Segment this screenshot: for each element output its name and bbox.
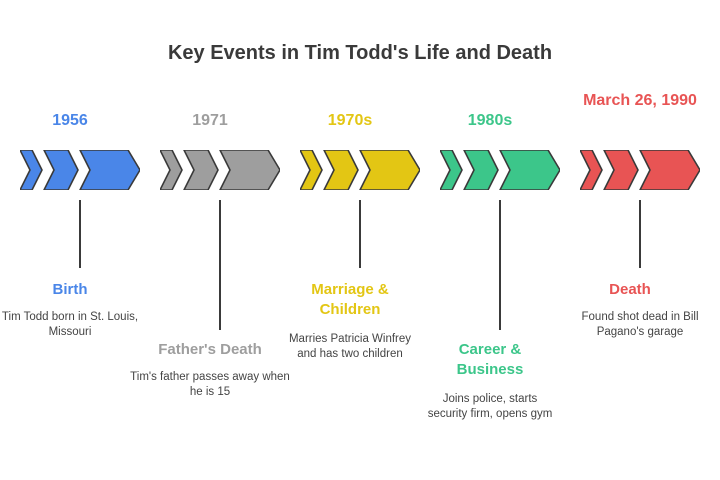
timeline-event-career: 1980s Career & Business Joins police, st… xyxy=(420,0,560,480)
event-label: Career & Business xyxy=(456,341,524,378)
diagram-title: Key Events in Tim Todd's Life and Death xyxy=(167,42,553,64)
timeline-event-birth: 1956 Birth Tim Todd born in St. Louis, M… xyxy=(0,0,140,480)
event-date: 1956 xyxy=(52,112,88,129)
timeline-event-marriage: 1970s Marriage & Children Marries Patric… xyxy=(280,0,420,480)
chevron-arrow-icon xyxy=(440,150,560,190)
connector-line xyxy=(639,200,641,268)
connector-line xyxy=(499,200,501,330)
event-date: March 26, 1990 xyxy=(583,92,697,109)
event-description: Found shot dead in Bill Pagano's garage xyxy=(581,311,699,338)
event-label: Marriage & Children xyxy=(311,281,389,318)
event-description: Marries Patricia Winfrey and has two chi… xyxy=(288,333,412,360)
connector-line xyxy=(79,200,81,268)
event-description: Tim Todd born in St. Louis, Missouri xyxy=(1,311,139,338)
chevron-arrow-icon xyxy=(160,150,280,190)
timeline-event-death: March 26, 1990 Death Found shot dead in … xyxy=(560,0,700,480)
connector-line xyxy=(219,200,221,330)
event-description: Joins police, starts security firm, open… xyxy=(427,393,553,420)
event-description: Tim's father passes away when he is 15 xyxy=(130,371,290,398)
chevron-arrow-icon xyxy=(300,150,420,190)
event-label: Death xyxy=(609,281,651,298)
chevron-arrow-icon xyxy=(20,150,140,190)
event-label: Birth xyxy=(52,281,88,298)
event-date: 1971 xyxy=(192,112,228,129)
connector-line xyxy=(359,200,361,268)
chevron-arrow-icon xyxy=(580,150,700,190)
timeline-event-fathers-death: 1971 Father's Death Tim's father passes … xyxy=(130,0,290,480)
event-date: 1980s xyxy=(467,112,513,129)
event-date: 1970s xyxy=(327,112,373,129)
event-label: Father's Death xyxy=(158,341,262,358)
